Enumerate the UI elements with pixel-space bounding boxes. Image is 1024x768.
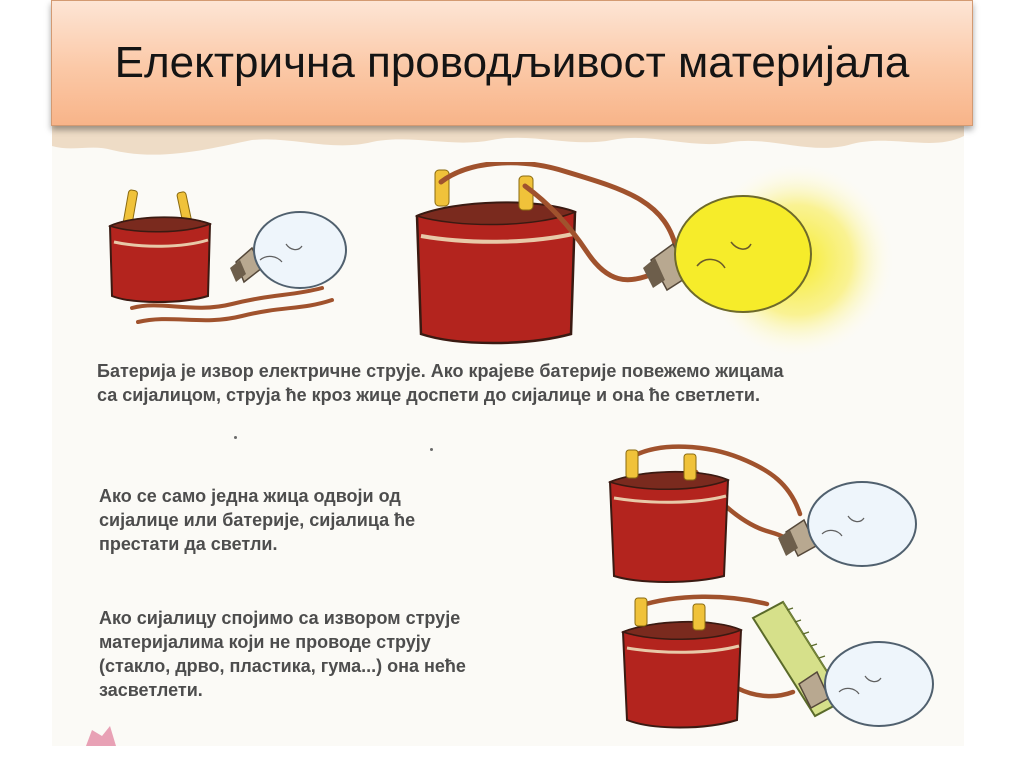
illustration-disconnected	[107, 189, 347, 324]
caption-insulator: Ако сијалицу спојимо са извором струје м…	[99, 606, 559, 702]
battery-icon	[620, 597, 743, 729]
illustration-glowing-circuit	[414, 162, 897, 360]
light-bulb-icon	[778, 481, 917, 567]
caption-line: са сијалицом, струја ће кроз жице доспет…	[97, 385, 761, 405]
caption-wire-detached: Ако се само једна жица одвоји од сијалиц…	[99, 484, 539, 556]
caption-line: Ако се само једна жица одвоји од	[99, 486, 401, 506]
caption-line: (стакло, дрво, пластика, гума...) она не…	[99, 656, 466, 676]
scan-speck	[234, 436, 237, 439]
light-bulb-icon	[798, 641, 934, 727]
wire-icon	[438, 162, 680, 283]
caption-line: материјалима који не проводе струју	[99, 632, 431, 652]
battery-icon	[607, 449, 730, 583]
caption-line: сијалице или батерије, сијалица ће	[99, 510, 416, 530]
caption-line: засветлети.	[99, 680, 203, 700]
caption-line: престати да светли.	[99, 534, 278, 554]
caption-line: Батерија је извор електричне струје. Ако…	[97, 361, 784, 381]
scan-speck	[430, 448, 433, 451]
light-bulb-icon	[230, 211, 347, 289]
page-corner-scrap	[86, 726, 116, 746]
wire-icon	[130, 286, 334, 324]
light-bulb-icon	[643, 195, 812, 313]
illustration-insulator	[620, 594, 934, 729]
cloud-border-decoration	[52, 126, 964, 155]
battery-icon	[107, 189, 213, 303]
caption-line: Ако сијалицу спојимо са извором струје	[99, 608, 461, 628]
illustration-wire-detached	[607, 444, 917, 583]
wire-icon	[636, 594, 796, 699]
textbook-scan: Батерија је извор електричне струје. Ако…	[52, 126, 964, 746]
slide-title-banner: Електрична проводљивост материјала	[51, 0, 973, 126]
battery-icon	[414, 169, 578, 345]
caption-battery-intro: Батерија је извор електричне струје. Ако…	[97, 359, 957, 407]
slide-title: Електрична проводљивост материјала	[114, 38, 910, 87]
